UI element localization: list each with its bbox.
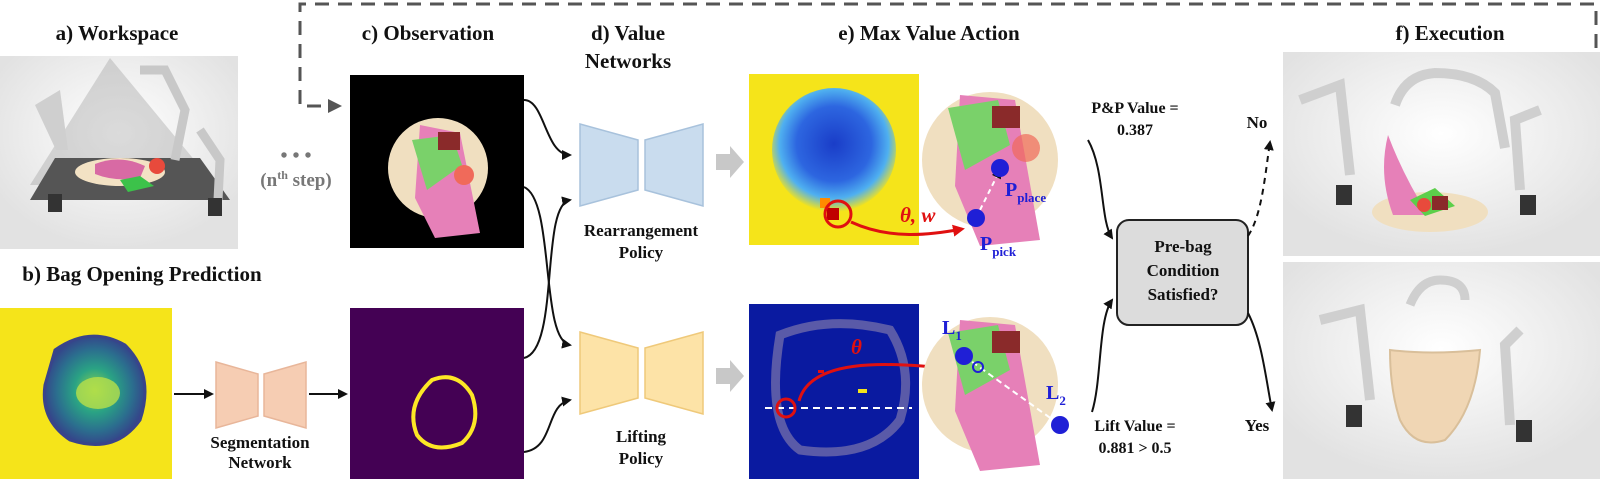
theta-label: θ [851,335,862,359]
arrow-lifting-to-heatmap [716,360,744,392]
segmentation-label-line1: Segmentation [210,433,310,452]
decision-line3: Satisfied? [1148,285,1219,304]
theta-w-label: θ, w [900,203,936,227]
heading-value-networks-line2: Networks [585,49,671,73]
rearrangement-label-line2: Policy [619,243,664,262]
l2-label: L2 [1046,382,1066,408]
lifting-policy-network [579,331,704,415]
arrow-rearrangement-to-heatmap [716,146,744,178]
rearrangement-value-heatmap [749,74,919,245]
workspace-image [0,56,238,249]
segmentation-network [215,361,307,429]
l1-label: L1 [942,317,962,343]
bag-opening-input-image [0,308,172,479]
arrow-obs-to-rearrangement [523,99,572,160]
heading-value-networks-line1: d) Value [591,21,665,45]
segmentation-label-line2: Network [228,453,292,472]
pp-value-number: 0.387 [1117,122,1153,139]
lift-value-number: 0.881 > 0.5 [1098,440,1171,457]
loop-dots: • • • [280,145,311,167]
lift-action-image [922,317,1069,471]
observation-image [350,75,524,248]
arrow-decision-yes [1247,312,1276,412]
heading-observation: c) Observation [362,21,495,45]
lift-value-heatmap [749,304,919,479]
heading-bag-opening: b) Bag Opening Prediction [22,262,262,286]
heading-max-value-action: e) Max Value Action [838,21,1020,45]
lifting-label-line1: Lifting [616,427,667,446]
arrow-mask-to-rearrangement [523,196,572,359]
rearrangement-policy-network [579,123,704,207]
heading-execution: f) Execution [1395,21,1504,45]
rearrangement-label-line1: Rearrangement [584,221,699,240]
execution-no-image [1283,52,1600,256]
arrow-obs-to-lifting [523,186,572,349]
pick-place-action-image [922,92,1058,246]
arrow-decision-no [1247,140,1274,237]
arrow-mask-to-lifting [523,396,572,453]
lift-value-label: Lift Value = [1094,418,1175,435]
p-pick-label: Ppick [980,233,1017,259]
pp-value-label: P&P Value = [1091,100,1178,117]
heading-workspace: a) Workspace [56,21,179,45]
bag-opening-mask-image [350,308,524,479]
p-place-label: Pplace [1005,179,1046,205]
decision-line2: Condition [1147,261,1220,280]
lifting-label-line2: Policy [619,449,664,468]
red-arrow-pick-place [850,220,965,237]
no-label: No [1247,113,1268,132]
yes-label: Yes [1245,416,1270,435]
arrow-lift-to-decision [1091,298,1114,413]
arrow-pp-to-decision [1087,139,1114,240]
execution-yes-image [1283,262,1600,479]
decision-line1: Pre-bag [1154,237,1212,256]
nth-step-label: (nth step) [260,168,331,191]
decision-box [1116,219,1249,326]
